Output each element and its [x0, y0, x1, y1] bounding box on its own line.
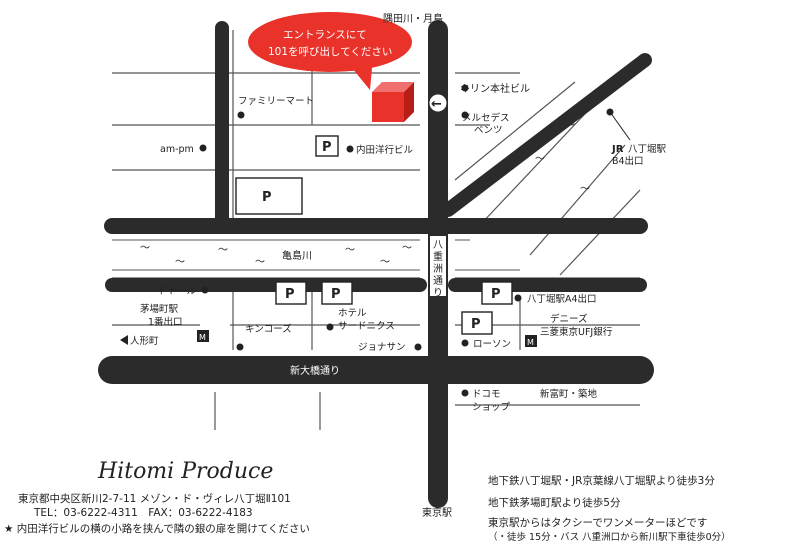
- entrance-callout: エントランスにて 101を呼び出してください: [248, 12, 412, 90]
- company-note: ★ 内田洋行ビルの横の小路を挟んで隣の銀の扉を開けてください: [4, 522, 310, 535]
- docomo-label: ドコモ: [472, 389, 501, 400]
- access-line-1: 地下鉄八丁堀駅・JR京葉線八丁堀駅より徒歩3分: [488, 474, 715, 487]
- svg-text:～: ～: [345, 245, 355, 256]
- svg-text:101を呼び出してください: 101を呼び出してください: [268, 45, 392, 58]
- svg-text:P: P: [491, 287, 501, 302]
- jonathan-label: ジョナサン: [358, 342, 406, 353]
- svg-text:～: ～: [218, 245, 228, 256]
- svg-text:～: ～: [255, 257, 265, 268]
- shintomicho-label: 新富町・築地: [540, 388, 598, 400]
- svg-text:M: M: [199, 333, 206, 342]
- tokyo-station-label: 東京駅: [422, 506, 452, 519]
- kayabacho-exit-label: 1番出口: [148, 316, 183, 328]
- svg-text:←: ←: [431, 97, 442, 112]
- svg-text:～: ～: [580, 184, 590, 195]
- shin-ohashi-label: 新大橋通り: [290, 364, 340, 377]
- mercedes-label-2: ベンツ: [474, 125, 503, 136]
- svg-text:八丁堀駅: 八丁堀駅: [628, 144, 667, 155]
- place-dots: [199, 84, 614, 397]
- svg-text:P: P: [285, 287, 295, 302]
- metro-icon: M: [197, 330, 209, 342]
- svg-text:JR: JR: [611, 144, 624, 155]
- yaesu-dori-label: 八 重 洲 通 り: [430, 236, 446, 299]
- svg-text:～: ～: [380, 257, 390, 268]
- kameshima-river: ～ ～ ～ ～ ～ ～ ～ 亀島川: [112, 239, 520, 271]
- svg-text:人形町: 人形町: [130, 335, 159, 347]
- entrance-arrow-icon: ←: [428, 93, 448, 113]
- kayabacho-label: 茅場町駅: [140, 303, 179, 315]
- hotel-label-2: サードニクス: [338, 321, 395, 332]
- svg-text:エントランスにて: エントランスにて: [283, 29, 367, 41]
- svg-text:通: 通: [433, 275, 443, 287]
- svg-text:P: P: [322, 140, 332, 155]
- parking-markers: P P P P P P: [235, 135, 513, 335]
- hatchobori-a4-label: 八丁堀駅A4出口: [527, 293, 597, 305]
- docomo-label-2: ショップ: [472, 402, 511, 413]
- doutor-label: ドトール: [158, 286, 197, 297]
- ningyocho-label: 人形町: [120, 335, 159, 347]
- svg-text:重: 重: [433, 250, 443, 263]
- kinkos-label: キンコーズ: [245, 323, 292, 335]
- company-tel-fax: TEL：03-6222-4311 FAX：03-6222-4183: [33, 507, 253, 519]
- kameshima-label: 亀島川: [282, 249, 312, 262]
- hotel-label: ホテル: [338, 308, 367, 319]
- svg-text:～: ～: [140, 243, 150, 254]
- access-line-4: （・徒歩 15分・バス 八重洲口から新川駅下車徒歩0分）: [488, 531, 731, 543]
- family-mart-label: ファミリーマート: [238, 96, 314, 107]
- building-marker: [372, 82, 414, 122]
- svg-text:M: M: [527, 338, 534, 347]
- svg-text:P: P: [331, 287, 341, 302]
- lawson-label: ローソン: [473, 339, 511, 350]
- svg-text:P: P: [262, 190, 272, 205]
- uchida-label: 内田洋行ビル: [356, 144, 414, 156]
- svg-text:～: ～: [402, 243, 412, 254]
- sumida-label: 隅田川・月島: [383, 12, 443, 25]
- ufj-label: 三菱東京UFJ銀行: [540, 326, 613, 338]
- access-line-2: 地下鉄茅場町駅より徒歩5分: [488, 496, 621, 509]
- mercedes-label: メルセデス: [462, 112, 510, 124]
- svg-text:八: 八: [433, 240, 443, 251]
- access-line-3: 東京駅からはタクシーでワンメーターほどです: [488, 516, 707, 529]
- dennys-label: デニーズ: [550, 313, 588, 325]
- company-name: Hitomi Produce: [97, 459, 273, 484]
- svg-text:P: P: [471, 317, 481, 332]
- kirin-label: キリン本社ビル: [460, 82, 530, 95]
- svg-text:り: り: [433, 287, 443, 299]
- svg-text:洲: 洲: [433, 263, 443, 275]
- svg-text:～: ～: [535, 154, 545, 165]
- ampm-label: am-pm: [160, 144, 194, 155]
- jr-hatchobori-label: JR 八丁堀駅 B4出口: [609, 111, 667, 167]
- svg-text:B4出口: B4出口: [612, 155, 644, 167]
- metro-icon-a4: M: [525, 335, 537, 347]
- company-address: 東京都中央区新川2-7-11 メゾン・ド・ヴィレ八丁堀Ⅱ101: [18, 492, 291, 505]
- svg-text:～: ～: [175, 257, 185, 268]
